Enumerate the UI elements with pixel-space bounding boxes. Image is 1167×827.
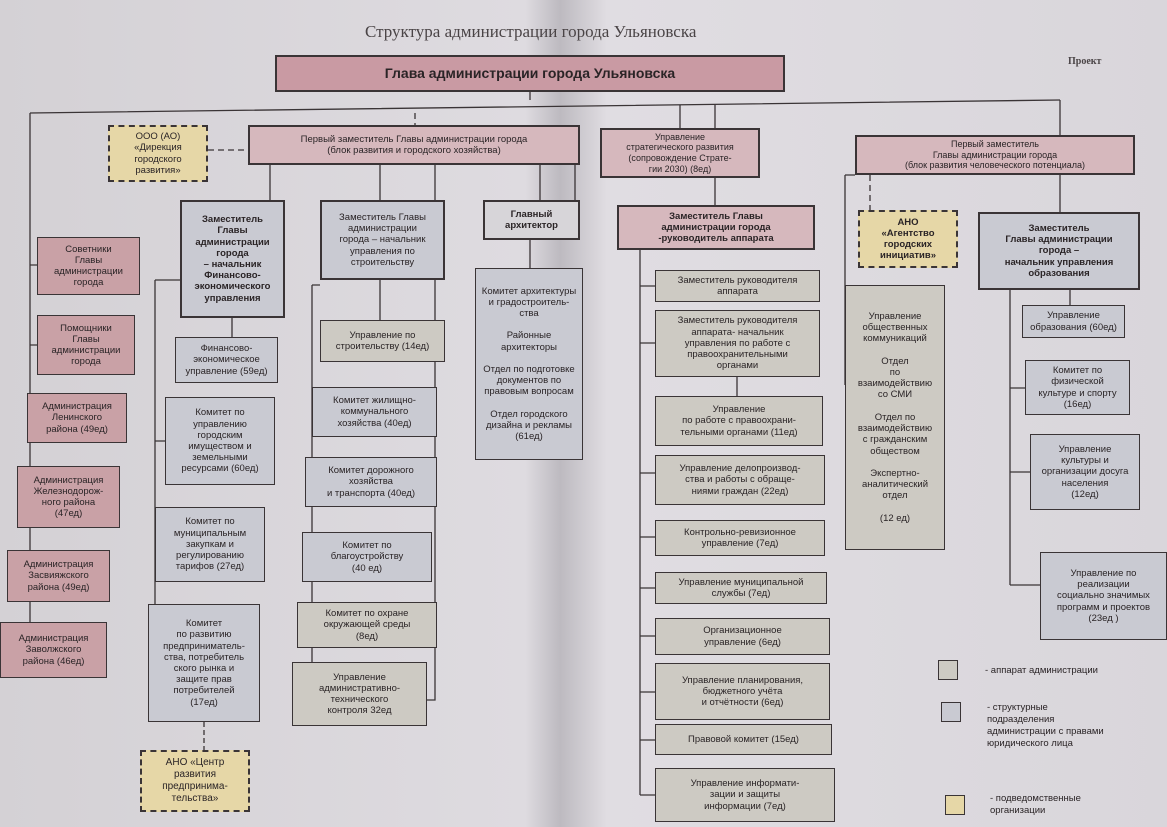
apparatus-box-2: Заместитель руководителя аппарата- начал…	[655, 310, 820, 377]
finance-box-1: Финансово- экономическое управление (59е…	[175, 337, 278, 383]
ooo-urban-development-directorate: ООО (АО) «Дирекция городского развития»	[108, 125, 208, 182]
legend-apparatus-label: - аппарат администрации	[985, 665, 1098, 676]
apparatus-box-5: Контрольно-ревизионное управление (7ед)	[655, 520, 825, 556]
education-box-3: Управление культуры и организации досуга…	[1030, 434, 1140, 510]
left-box-zavolzhsky: Администрация Заволжского района (46ед)	[0, 622, 107, 678]
construction-box-1: Управление по строительству (14ед)	[320, 320, 445, 362]
head-of-administration: Глава администрации города Ульяновска	[275, 55, 785, 92]
left-box-advisers: Советники Главы администрации города	[37, 237, 140, 295]
finance-box-3: Комитет по муниципальным закупкам и регу…	[155, 507, 265, 582]
construction-box-4: Комитет по благоустройству (40 ед)	[302, 532, 432, 582]
apparatus-box-1: Заместитель руководителя аппарата	[655, 270, 820, 302]
legend-apparatus-swatch	[938, 660, 958, 680]
finance-box-4: Комитет по развитию предприниматель- ств…	[148, 604, 260, 722]
apparatus-box-10: Управление информати- зации и защиты инф…	[655, 768, 835, 822]
legend-subordinate-swatch	[945, 795, 965, 815]
deputy-finance: Заместитель Главы администрации города –…	[180, 200, 285, 318]
apparatus-box-9: Правовой комитет (15ед)	[655, 724, 832, 755]
education-box-4: Управление по реализации социально значи…	[1040, 552, 1167, 640]
ano-urban-initiatives-agency: АНО «Агентство городских инициатив»	[858, 210, 958, 268]
deputy-construction: Заместитель Главы администрации города –…	[320, 200, 445, 280]
left-box-zasviyazhsky: Администрация Засвияжского района (49ед)	[7, 550, 110, 602]
education-box-1: Управление образования (60ед)	[1022, 305, 1125, 338]
draft-label: Проект	[1068, 56, 1102, 67]
apparatus-box-8: Управление планирования, бюджетного учёт…	[655, 663, 830, 720]
first-deputy-urban-economy: Первый заместитель Главы администрации г…	[248, 125, 580, 165]
left-box-zheleznodorozhny: Администрация Железнодорож- ного района …	[17, 466, 120, 528]
legend-structural-label: - структурные подразделения администраци…	[987, 702, 1104, 749]
apparatus-box-6: Управление муниципальной службы (7ед)	[655, 572, 827, 604]
apparatus-box-3: Управление по работе с правоохрани- тель…	[655, 396, 823, 446]
strategic-development-department: Управление стратегического развития (соп…	[600, 128, 760, 178]
public-communications-department: Управление общественных коммуникаций Отд…	[845, 285, 945, 550]
chief-architect: Главный архитектор	[483, 200, 580, 240]
legend-subordinate-label: - подведомственные организации	[990, 793, 1081, 816]
page-title: Структура администрации города Ульяновск…	[365, 22, 697, 41]
legend-structural-swatch	[941, 702, 961, 722]
finance-box-2: Комитет по управлению городским имуществ…	[165, 397, 275, 485]
apparatus-box-4: Управление делопроизвод- ства и работы с…	[655, 455, 825, 505]
apparatus-box-7: Организационное управление (6ед)	[655, 618, 830, 655]
left-box-assistants: Помощники Главы администрации города	[37, 315, 135, 375]
construction-box-5: Комитет по охране окружающей среды (8ед)	[297, 602, 437, 648]
construction-box-3: Комитет дорожного хозяйства и транспорта…	[305, 457, 437, 507]
construction-box-2: Комитет жилищно- коммунального хозяйства…	[312, 387, 437, 437]
architecture-committee: Комитет архитектуры и градостроитель- ст…	[475, 268, 583, 460]
education-box-2: Комитет по физической культуре и спорту …	[1025, 360, 1130, 415]
ano-business-development-center: АНО «Центр развития предпринима- тельств…	[140, 750, 250, 812]
deputy-education: Заместитель Главы администрации города –…	[978, 212, 1140, 290]
left-box-leninsky: Администрация Ленинского района (49ед)	[27, 393, 127, 443]
deputy-apparatus-head: Заместитель Главы администрации города -…	[617, 205, 815, 250]
first-deputy-human-potential: Первый заместитель Главы администрации г…	[855, 135, 1135, 175]
construction-box-6: Управление административно- технического…	[292, 662, 427, 726]
